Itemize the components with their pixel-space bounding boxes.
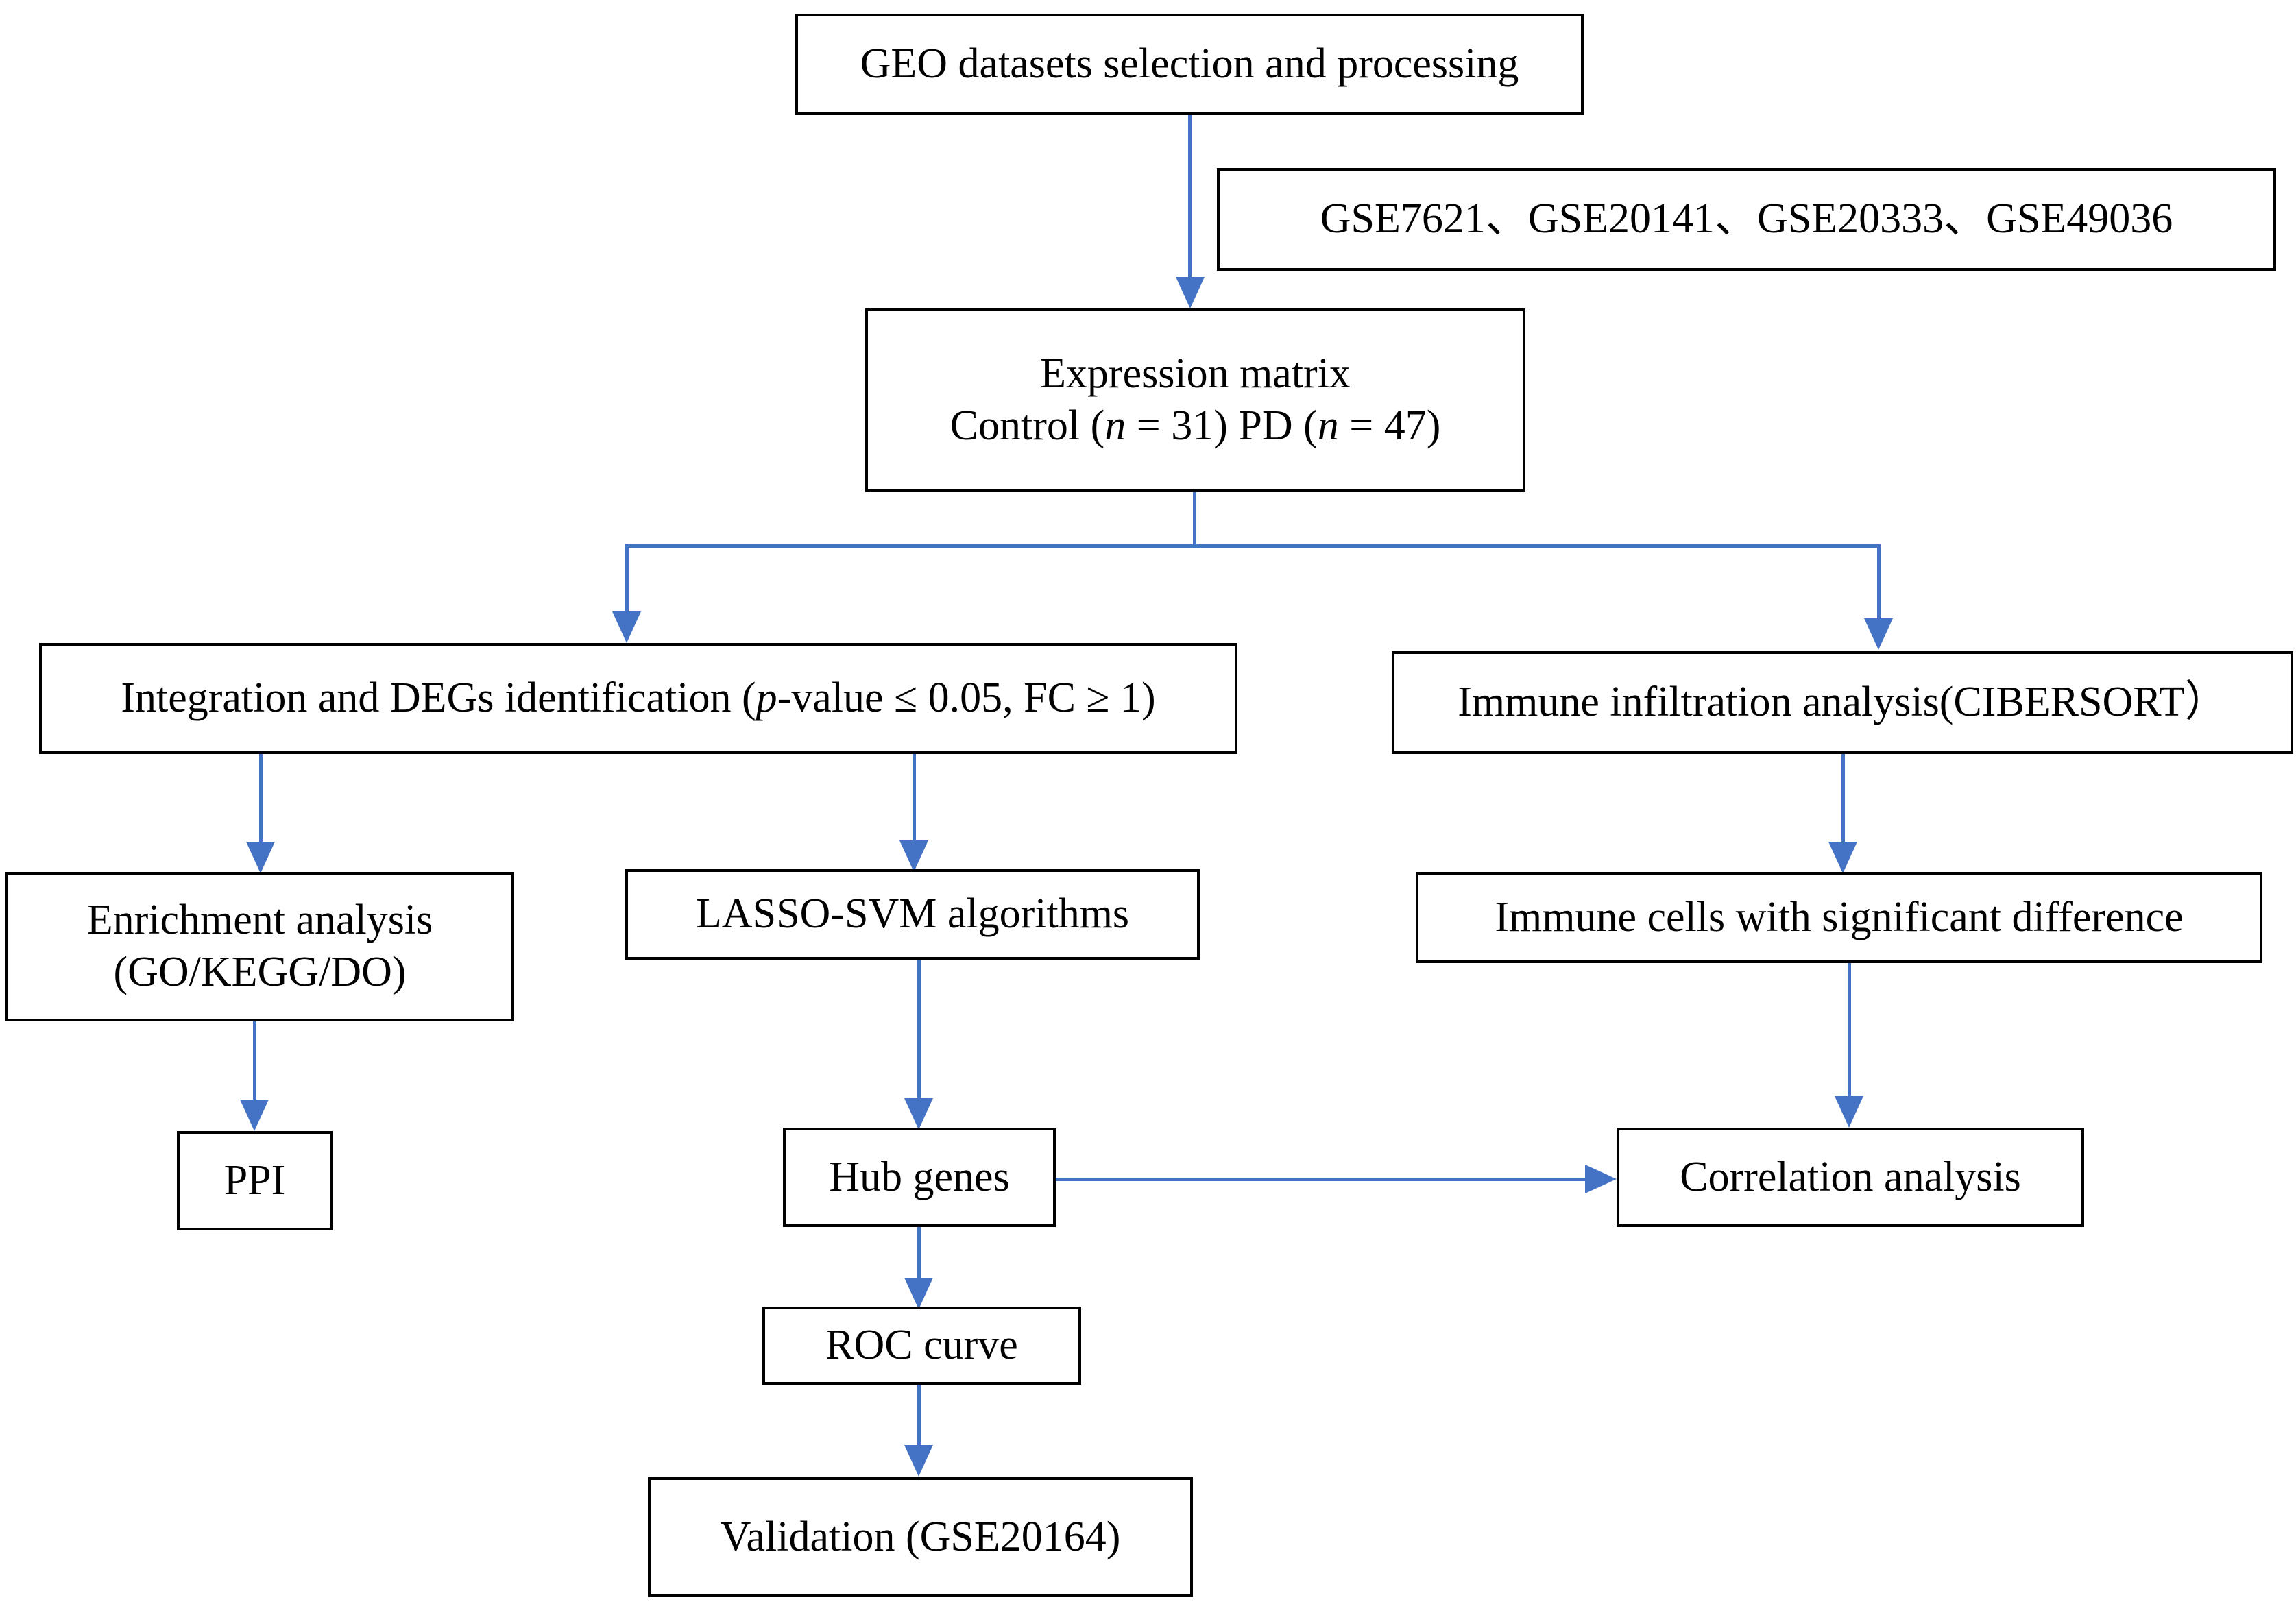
node-label-degs: Integration and DEGs identification (p-v… xyxy=(121,672,1155,725)
node-label-immune-infiltration: Immune infiltration analysis(CIBERSORT） xyxy=(1458,679,2227,726)
node-label-correlation: Correlation analysis xyxy=(1680,1153,2021,1200)
arrowhead-cells-to-correlation xyxy=(1835,1096,1863,1128)
node-lasso-svm-algorithms[interactable]: LASSO-SVM algorithms xyxy=(625,869,1200,960)
node-correlation-analysis[interactable]: Correlation analysis xyxy=(1617,1128,2084,1227)
connector-geo-to-matrix xyxy=(1188,115,1192,278)
connector-infiltration-to-cells xyxy=(1841,754,1845,845)
node-immune-cells-significant[interactable]: Immune cells with significant difference xyxy=(1416,872,2262,963)
connector-degs-to-enrichment xyxy=(259,754,263,845)
connector-hub-to-correlation xyxy=(1056,1178,1587,1181)
arrowhead-split-left xyxy=(612,611,641,643)
node-label-lasso-svm: LASSO-SVM algorithms xyxy=(695,890,1130,938)
node-geo-datasets-selection[interactable]: GEO datasets selection and processing xyxy=(795,14,1584,115)
connector-split-left-drop xyxy=(625,544,629,614)
node-label-hub-genes: Hub genes xyxy=(829,1153,1010,1200)
connector-split-bus xyxy=(625,544,1880,548)
matrix-control-suffix: = 47) xyxy=(1338,402,1441,449)
arrowhead-degs-to-lasso xyxy=(899,840,928,872)
node-label-expression-matrix-line1: Expression matrix xyxy=(1040,350,1351,398)
degs-p-italic: p xyxy=(756,675,777,722)
node-label-immune-cells: Immune cells with significant difference xyxy=(1495,893,2184,940)
node-gse-datasets[interactable]: GSE7621、GSE20141、GSE20333、GSE49036 xyxy=(1217,168,2276,271)
connector-roc-to-validation xyxy=(917,1385,921,1448)
node-enrichment-analysis[interactable]: Enrichment analysis (GO/KEGG/DO) xyxy=(5,872,514,1021)
degs-prefix: Integration and DEGs identification ( xyxy=(121,675,756,722)
connector-hub-to-roc xyxy=(917,1227,921,1280)
arrowhead-enrichment-to-ppi xyxy=(240,1100,269,1131)
node-label-ppi: PPI xyxy=(223,1156,286,1204)
node-label-validation: Validation (GSE20164) xyxy=(720,1513,1121,1560)
matrix-control-mid: = 31) PD ( xyxy=(1126,402,1318,449)
connector-degs-to-lasso xyxy=(913,754,916,843)
node-degs-identification[interactable]: Integration and DEGs identification (p-v… xyxy=(39,643,1237,754)
matrix-n-italic-1: n xyxy=(1104,402,1126,449)
arrowhead-lasso-to-hub xyxy=(904,1098,933,1130)
connector-lasso-to-hub xyxy=(917,960,921,1102)
node-label-roc: ROC curve xyxy=(825,1322,1018,1369)
arrowhead-geo-to-matrix xyxy=(1176,277,1205,308)
node-expression-matrix[interactable]: Expression matrix Control (n = 31) PD (n… xyxy=(865,308,1525,492)
connector-enrichment-to-ppi xyxy=(253,1021,256,1102)
arrowhead-split-right xyxy=(1864,618,1893,650)
matrix-n-italic-2: n xyxy=(1317,402,1339,449)
node-roc-curve[interactable]: ROC curve xyxy=(762,1307,1081,1385)
node-label-geo-selection: GEO datasets selection and processing xyxy=(860,40,1519,88)
node-label-enrichment-line2: (GO/KEGG/DO) xyxy=(113,949,407,995)
connector-split-right-drop xyxy=(1877,544,1881,621)
arrowhead-degs-to-enrichment xyxy=(246,842,275,873)
node-immune-infiltration-analysis[interactable]: Immune infiltration analysis(CIBERSORT） xyxy=(1392,651,2293,754)
arrowhead-hub-to-correlation xyxy=(1585,1165,1617,1193)
node-label-enrichment-line1: Enrichment analysis xyxy=(86,897,433,944)
node-label-expression-matrix-line2: Control (n = 31) PD (n = 47) xyxy=(950,400,1441,452)
node-validation[interactable]: Validation (GSE20164) xyxy=(648,1477,1193,1597)
node-hub-genes[interactable]: Hub genes xyxy=(783,1128,1056,1227)
matrix-control-prefix: Control ( xyxy=(950,402,1105,449)
connector-cells-to-correlation xyxy=(1848,963,1851,1099)
arrowhead-infiltration-to-cells xyxy=(1828,842,1857,873)
degs-suffix: -value ≤ 0.05, FC ≥ 1) xyxy=(777,675,1156,722)
node-ppi[interactable]: PPI xyxy=(177,1131,333,1230)
node-label-gse-datasets: GSE7621、GSE20141、GSE20333、GSE49036 xyxy=(1320,195,2173,243)
connector-matrix-stem xyxy=(1193,492,1196,547)
arrowhead-roc-to-validation xyxy=(904,1445,933,1477)
arrowhead-hub-to-roc xyxy=(904,1278,933,1309)
